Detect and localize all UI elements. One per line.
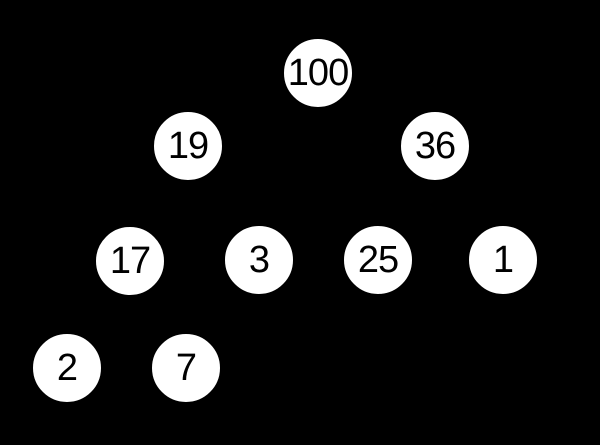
tree-node-label: 100 bbox=[287, 52, 349, 94]
tree-node-7: 7 bbox=[150, 332, 222, 404]
tree-node-label: 2 bbox=[56, 347, 78, 389]
tree-node-100: 100 bbox=[282, 37, 354, 109]
tree-node-19: 19 bbox=[152, 110, 224, 182]
tree-node-36: 36 bbox=[399, 110, 471, 182]
tree-node-1: 1 bbox=[467, 224, 539, 296]
tree-node-label: 19 bbox=[167, 125, 209, 167]
tree-node-label: 7 bbox=[175, 347, 197, 389]
tree-node-label: 3 bbox=[248, 239, 270, 281]
tree-node-label: 25 bbox=[357, 239, 399, 281]
tree-node-2: 2 bbox=[31, 332, 103, 404]
tree-node-17: 17 bbox=[94, 225, 166, 297]
tree-node-label: 1 bbox=[492, 239, 514, 281]
tree-node-label: 17 bbox=[109, 240, 151, 282]
tree-node-25: 25 bbox=[342, 224, 414, 296]
tree-node-label: 36 bbox=[414, 125, 456, 167]
tree-node-3: 3 bbox=[223, 224, 295, 296]
